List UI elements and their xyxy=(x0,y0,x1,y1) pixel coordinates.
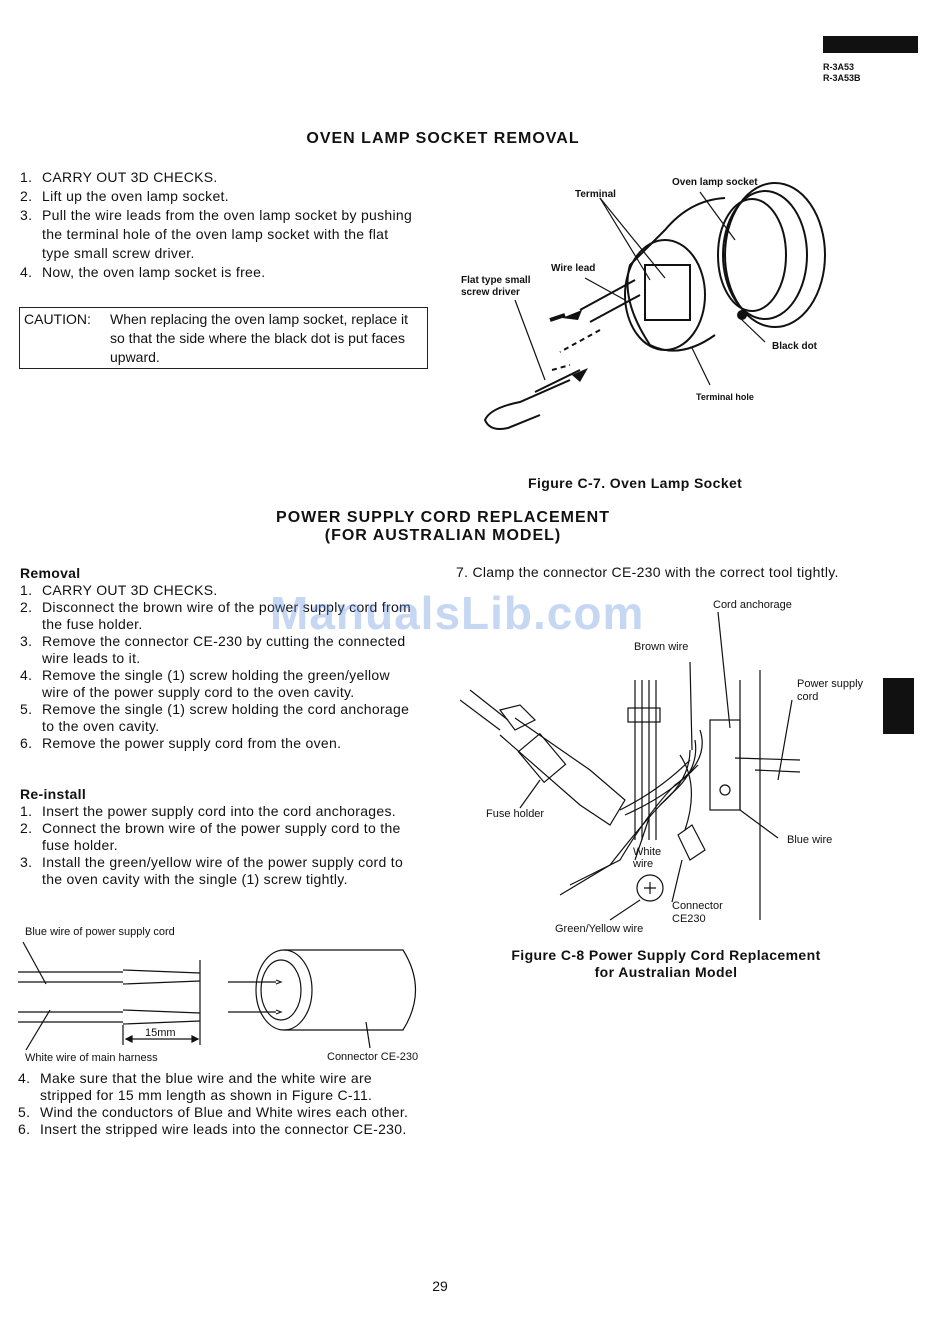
header-bar xyxy=(823,36,918,53)
list-item: 6.Remove the power supply cord from the … xyxy=(20,735,342,751)
page-number: 29 xyxy=(432,1278,448,1294)
model-line-1: R-3A53 xyxy=(823,62,855,72)
step-7: 7. Clamp the connector CE-230 with the c… xyxy=(456,564,861,581)
label-connector-2: CE230 xyxy=(672,913,706,925)
removal-steps: 1.CARRY OUT 3D CHECKS. 2.Disconnect the … xyxy=(20,582,418,752)
figure-c8-caption-2: for Australian Model xyxy=(594,964,738,980)
step-7-text: Clamp the connector CE-230 with the corr… xyxy=(472,564,839,580)
cord-section-title-1: POWER SUPPLY CORD REPLACEMENT xyxy=(276,509,610,526)
reinstall-heading: Re-install xyxy=(20,786,87,802)
model-numbers: R-3A53 R-3A53B xyxy=(823,62,861,84)
reinstall-steps: 1.Insert the power supply cord into the … xyxy=(20,803,418,888)
list-item: 6.Insert the stripped wire leads into th… xyxy=(18,1121,407,1137)
section-tab xyxy=(883,678,914,734)
dim-15mm: 15mm xyxy=(145,1027,176,1039)
wire-strip-illustration xyxy=(18,941,417,1051)
lamp-steps: 1.CARRY OUT 3D CHECKS. 2.Lift up the ove… xyxy=(20,168,420,282)
cord-section-title-2: (FOR AUSTRALIAN MODEL) xyxy=(324,527,562,544)
list-item: 1.CARRY OUT 3D CHECKS. xyxy=(20,582,218,598)
caution-text: When replacing the oven lamp socket, rep… xyxy=(110,311,409,365)
list-item: 3.Pull the wire leads from the oven lamp… xyxy=(20,207,413,261)
label-white-wire-2: wire xyxy=(633,858,654,870)
model-line-2: R-3A53B xyxy=(823,73,861,83)
label-green-yellow-wire: Green/Yellow wire xyxy=(555,923,644,935)
list-item: 4.Remove the single (1) screw holding th… xyxy=(20,667,390,700)
label-power-supply-cord-1: Power supply xyxy=(797,678,864,690)
label-terminal: Terminal xyxy=(575,189,616,200)
caution-label: CAUTION: xyxy=(24,311,91,327)
label-connector-ce230: Connector CE-230 xyxy=(327,1051,419,1063)
figure-c8-caption-1: Figure C-8 Power Supply Cord Replacement xyxy=(511,947,821,963)
list-item: 3.Install the green/yellow wire of the p… xyxy=(20,854,404,887)
label-fuse-holder: Fuse holder xyxy=(486,808,545,820)
label-black-dot: Black dot xyxy=(772,341,818,352)
power-cord-illustration xyxy=(460,611,800,921)
label-power-supply-cord-2: cord xyxy=(797,691,819,703)
removal-heading: Removal xyxy=(20,565,81,581)
label-wire-lead: Wire lead xyxy=(551,263,596,274)
lamp-socket-illustration xyxy=(483,182,826,430)
stripping-steps: 4.Make sure that the blue wire and the w… xyxy=(18,1070,423,1138)
watermark: ManualsLib.com xyxy=(270,587,645,639)
list-item: 2.Connect the brown wire of the power su… xyxy=(20,820,401,853)
label-blue-wire-supply: Blue wire of power supply cord xyxy=(25,926,175,938)
list-item: 2.Lift up the oven lamp socket. xyxy=(20,188,229,204)
list-item: 4.Now, the oven lamp socket is free. xyxy=(20,264,266,280)
list-item: 5.Wind the conductors of Blue and White … xyxy=(18,1104,409,1120)
label-screwdriver-1: Flat type small xyxy=(461,275,531,286)
caution-box: CAUTION: When replacing the oven lamp soc… xyxy=(19,307,428,369)
label-screwdriver-2: screw driver xyxy=(461,287,520,298)
label-blue-wire: Blue wire xyxy=(787,834,833,846)
list-item: 1.CARRY OUT 3D CHECKS. xyxy=(20,169,218,185)
lamp-section-title: OVEN LAMP SOCKET REMOVAL xyxy=(306,130,580,147)
figure-c7-caption: Figure C-7. Oven Lamp Socket xyxy=(528,475,743,491)
list-item: 1.Insert the power supply cord into the … xyxy=(20,803,396,819)
label-connector-1: Connector xyxy=(672,900,723,912)
list-item: 5.Remove the single (1) screw holding th… xyxy=(20,701,410,734)
label-terminal-hole: Terminal hole xyxy=(696,392,754,402)
label-oven-lamp-socket: Oven lamp socket xyxy=(672,177,758,188)
list-item: 4.Make sure that the blue wire and the w… xyxy=(18,1070,373,1103)
label-brown-wire: Brown wire xyxy=(634,641,689,653)
label-white-wire-1: White xyxy=(633,846,662,858)
list-item: 2.Disconnect the brown wire of the power… xyxy=(20,599,411,632)
label-cord-anchorage: Cord anchorage xyxy=(713,599,792,611)
list-item: 3.Remove the connector CE-230 by cutting… xyxy=(20,633,406,666)
step-7-number: 7. xyxy=(456,564,469,580)
label-white-wire-main: White wire of main harness xyxy=(25,1052,158,1064)
